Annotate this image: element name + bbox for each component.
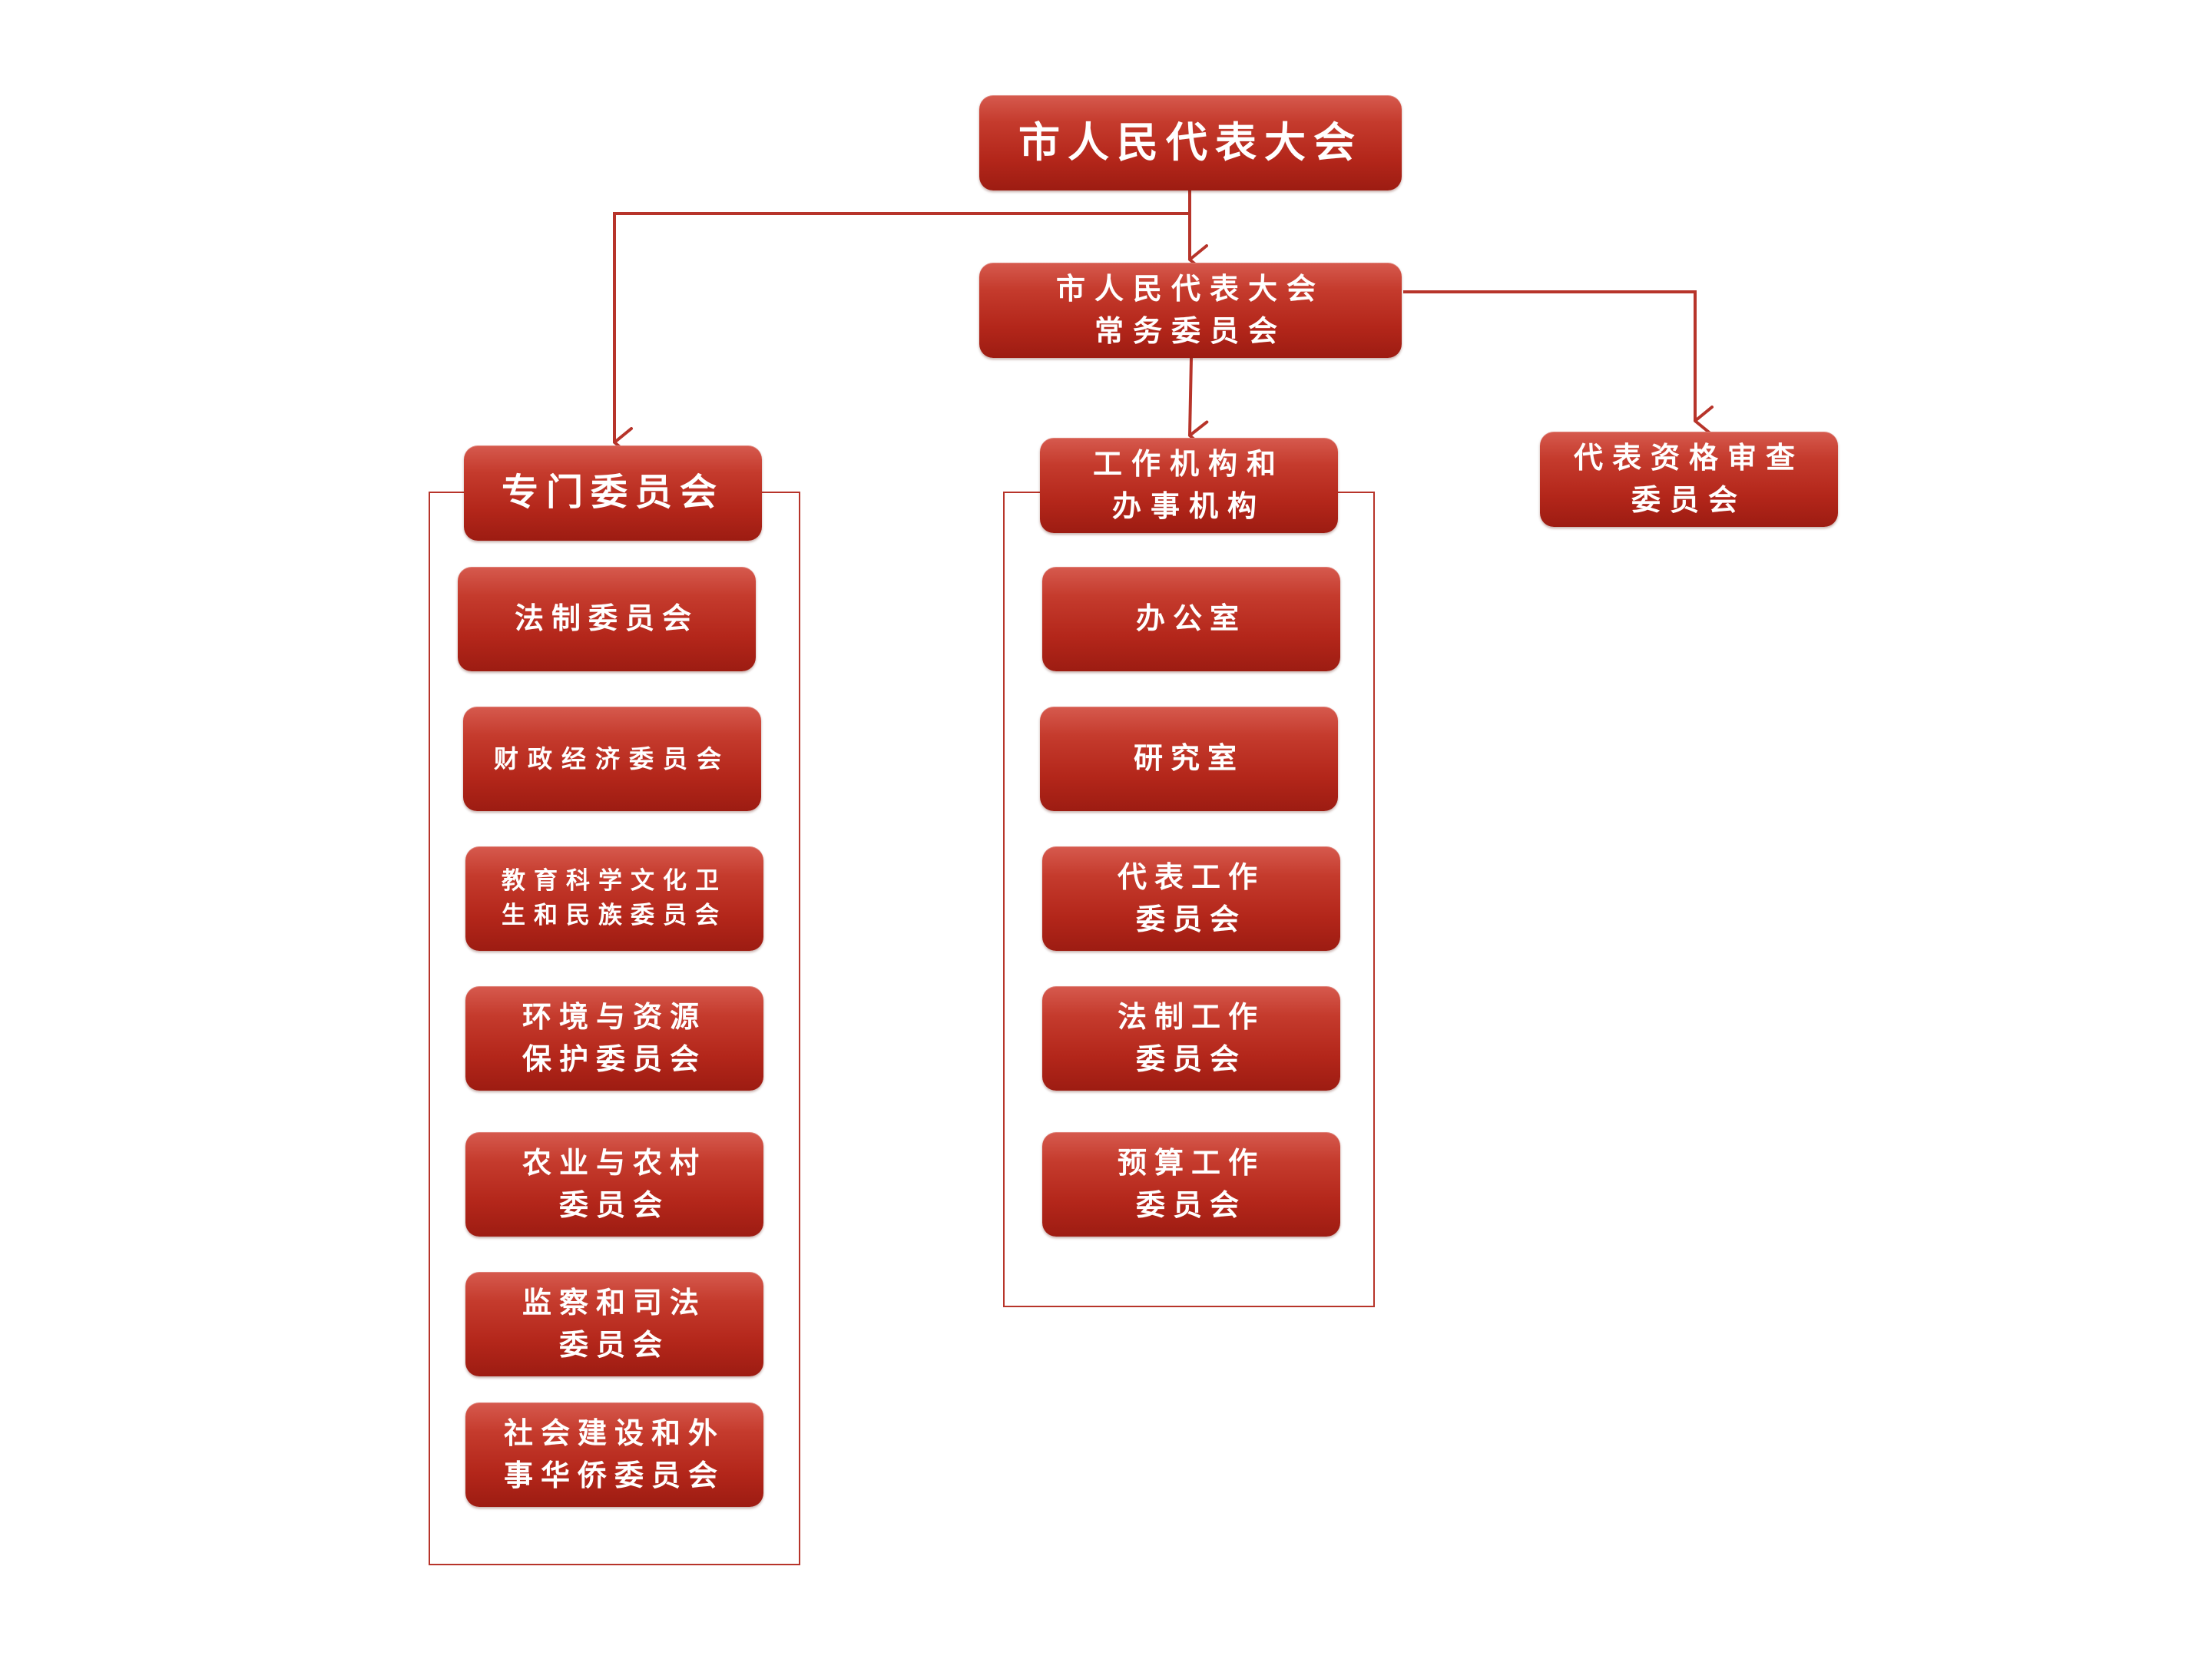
- node-label: 监察和司法: [522, 1285, 707, 1320]
- node-label: 办事机构: [1111, 489, 1266, 523]
- node-label: 委员会: [558, 1328, 670, 1362]
- general-office-node[interactable]: 办公室: [1042, 567, 1340, 671]
- node-label: 保护委员会: [522, 1042, 707, 1076]
- node-label: 代表资格审查: [1573, 440, 1804, 475]
- deputies-affairs-committee-node[interactable]: 代表工作 委员会: [1042, 846, 1340, 951]
- node-label: 生和民族委员会: [502, 902, 727, 929]
- credentials-committee-node[interactable]: 代表资格审查 委员会: [1540, 432, 1838, 527]
- education-science-culture-health-ethnic-committee-node[interactable]: 教育科学文化卫 生和民族委员会: [465, 846, 763, 951]
- research-office-node[interactable]: 研究室: [1040, 707, 1338, 811]
- node-label: 市人民代表大会: [1018, 118, 1363, 167]
- node-label: 研究室: [1133, 741, 1244, 776]
- node-label: 教育科学文化卫: [502, 867, 727, 896]
- node-label: 办公室: [1135, 601, 1247, 636]
- agriculture-rural-committee-node[interactable]: 农业与农村 委员会: [465, 1132, 763, 1237]
- legislative-affairs-committee-node[interactable]: 法制工作 委员会: [1042, 986, 1340, 1091]
- supervision-judicial-committee-node[interactable]: 监察和司法 委员会: [465, 1272, 763, 1376]
- connector-top-to-special: [613, 212, 1190, 458]
- node-label: 农业与农村: [522, 1145, 707, 1180]
- node-label: 委员会: [1135, 1042, 1247, 1076]
- node-label: 事华侨委员会: [503, 1459, 725, 1492]
- node-label: 常务委员会: [1094, 314, 1286, 348]
- node-label: 工作机构和: [1092, 446, 1285, 481]
- environment-resources-committee-node[interactable]: 环境与资源 保护委员会: [465, 986, 763, 1091]
- finance-economic-committee-node[interactable]: 财政经济委员会: [463, 707, 761, 811]
- node-label: 代表工作: [1117, 859, 1265, 894]
- connector-standing-to-credentials: [1403, 290, 1714, 436]
- node-label: 委员会: [1135, 902, 1247, 936]
- node-label: 市人民代表大会: [1055, 271, 1325, 306]
- node-label: 社会建设和外: [503, 1416, 725, 1450]
- standing-committee-node[interactable]: 市人民代表大会 常务委员会: [979, 263, 1402, 358]
- node-label: 法制委员会: [514, 601, 699, 636]
- node-label: 环境与资源: [522, 999, 707, 1034]
- node-label: 委员会: [558, 1188, 670, 1222]
- node-label: 法制工作: [1117, 999, 1265, 1034]
- node-label: 专门委员会: [501, 471, 724, 515]
- node-label: 预算工作: [1117, 1145, 1265, 1180]
- node-label: 委员会: [1135, 1188, 1247, 1222]
- working-bodies-header-node[interactable]: 工作机构和 办事机构: [1040, 438, 1338, 533]
- peoples-congress-node[interactable]: 市人民代表大会: [979, 95, 1402, 190]
- budget-affairs-committee-node[interactable]: 预算工作 委员会: [1042, 1132, 1340, 1237]
- social-foreign-overseas-chinese-committee-node[interactable]: 社会建设和外 事华侨委员会: [465, 1402, 763, 1507]
- special-committees-header-node[interactable]: 专门委员会: [464, 445, 762, 541]
- node-label: 财政经济委员会: [493, 743, 730, 773]
- node-label: 委员会: [1631, 483, 1747, 517]
- legal-committee-node[interactable]: 法制委员会: [458, 567, 756, 671]
- connector-standing-to-working: [1188, 357, 1209, 452]
